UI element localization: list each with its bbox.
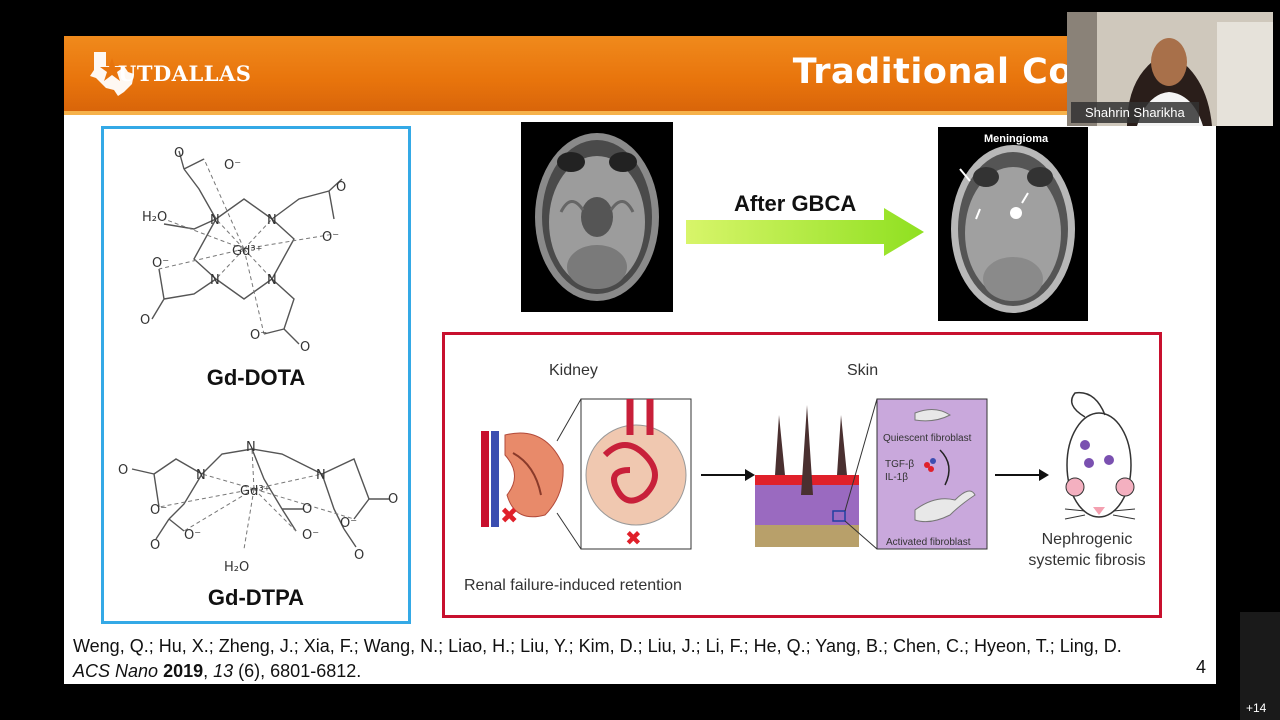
mri-after-image: Meningioma <box>938 127 1088 321</box>
svg-text:Gd³⁺: Gd³⁺ <box>232 244 262 259</box>
svg-text:N: N <box>267 273 277 288</box>
il-1-beta-label: IL-1β <box>885 472 908 483</box>
citation-journal: ACS Nano <box>73 661 159 681</box>
svg-text:O⁻: O⁻ <box>322 230 339 245</box>
svg-text:O: O <box>300 340 310 355</box>
presentation-slide: UTDALLAS Traditional Contrast <box>64 36 1216 684</box>
svg-text:H₂O: H₂O <box>224 560 249 575</box>
gd-dtpa-label: Gd-DTPA <box>207 585 305 610</box>
texas-star-icon <box>90 52 134 96</box>
participant-name-tag: Shahrin Sharikha <box>1071 102 1199 123</box>
kidney-label: Kidney <box>549 362 598 379</box>
svg-text:O⁻: O⁻ <box>152 256 169 271</box>
citation-authors: Weng, Q.; Hu, X.; Zheng, J.; Xia, F.; Wa… <box>73 636 1122 656</box>
svg-text:N: N <box>267 213 277 228</box>
svg-text:O⁻: O⁻ <box>150 503 167 518</box>
svg-text:✖: ✖ <box>500 504 518 529</box>
nsf-outcome-label: Nephrogenic systemic fibrosis <box>1015 529 1159 571</box>
citation-year: 2019 <box>163 661 204 681</box>
svg-text:O⁻: O⁻ <box>250 328 267 343</box>
svg-text:O: O <box>302 502 312 517</box>
logo-text: UTDALLAS <box>118 60 252 86</box>
svg-text:O: O <box>174 146 184 161</box>
slide-header-banner: UTDALLAS Traditional Contrast <box>64 36 1216 115</box>
svg-text:N: N <box>196 468 206 483</box>
quiescent-fibroblast-label: Quiescent fibroblast <box>883 433 972 444</box>
svg-text:O⁻: O⁻ <box>224 158 241 173</box>
nsf-outcome-line2: systemic fibrosis <box>1028 552 1146 569</box>
more-participants-tile[interactable] <box>1240 612 1280 720</box>
svg-text:O: O <box>354 548 364 563</box>
skin-label: Skin <box>847 362 879 379</box>
chemical-structures-panel: O O⁻ H₂O N N N N Gd³⁺ O O⁻ O⁻ O O⁻ O Gd-DOTA <box>101 126 411 624</box>
svg-text:O: O <box>388 492 398 507</box>
svg-text:✖: ✖ <box>625 526 642 550</box>
citation: Weng, Q.; Hu, X.; Zheng, J.; Xia, F.; Wa… <box>73 634 1122 684</box>
svg-text:N: N <box>316 468 326 483</box>
hidden-participants-count[interactable]: +14 <box>1246 701 1267 715</box>
svg-text:H₂O: H₂O <box>142 210 167 225</box>
retention-caption: Renal failure-induced retention <box>464 577 682 594</box>
ut-dallas-logo: UTDALLAS <box>84 44 251 102</box>
gd-dota-label: Gd-DOTA <box>206 365 306 390</box>
svg-text:O: O <box>150 538 160 553</box>
svg-text:O⁻: O⁻ <box>184 528 201 543</box>
after-gbca-arrow <box>686 208 924 256</box>
after-gbca-label: After GBCA <box>734 191 857 216</box>
mri-before-image <box>521 122 673 312</box>
nsf-outcome-line1: Nephrogenic <box>1041 531 1133 548</box>
citation-source: ACS Nano 2019, 13 (6), 6801-6812. <box>73 661 362 681</box>
participant-video-tile[interactable]: Shahrin Sharikha <box>1067 12 1273 126</box>
gd-dtpa-structure: N N N Gd³⁺ O O⁻ O O⁻ O O⁻ O O⁻ O H₂O <box>118 440 398 575</box>
gd-dota-structure: O O⁻ H₂O N N N N Gd³⁺ O O⁻ O⁻ O O⁻ O <box>140 146 346 355</box>
citation-volume: 13 <box>213 661 234 681</box>
svg-text:Gd³⁺: Gd³⁺ <box>240 484 270 499</box>
meningioma-label: Meningioma <box>984 133 1049 145</box>
citation-issue: (6), 6801-6812. <box>233 661 362 681</box>
nsf-illustration: ✖ ✖ <box>481 391 1136 550</box>
nsf-pathway-figure: ✖ ✖ <box>442 332 1162 618</box>
svg-text:O⁻: O⁻ <box>340 516 357 531</box>
tgf-beta-label: TGF-β <box>885 459 915 470</box>
svg-text:N: N <box>246 440 256 455</box>
svg-text:O: O <box>118 463 128 478</box>
svg-text:O: O <box>140 313 150 328</box>
svg-text:N: N <box>210 273 220 288</box>
activated-fibroblast-label: Activated fibroblast <box>886 537 971 548</box>
svg-text:N: N <box>210 213 220 228</box>
svg-text:O⁻: O⁻ <box>302 528 319 543</box>
svg-text:O: O <box>336 180 346 195</box>
slide-page-number: 4 <box>1195 657 1206 677</box>
